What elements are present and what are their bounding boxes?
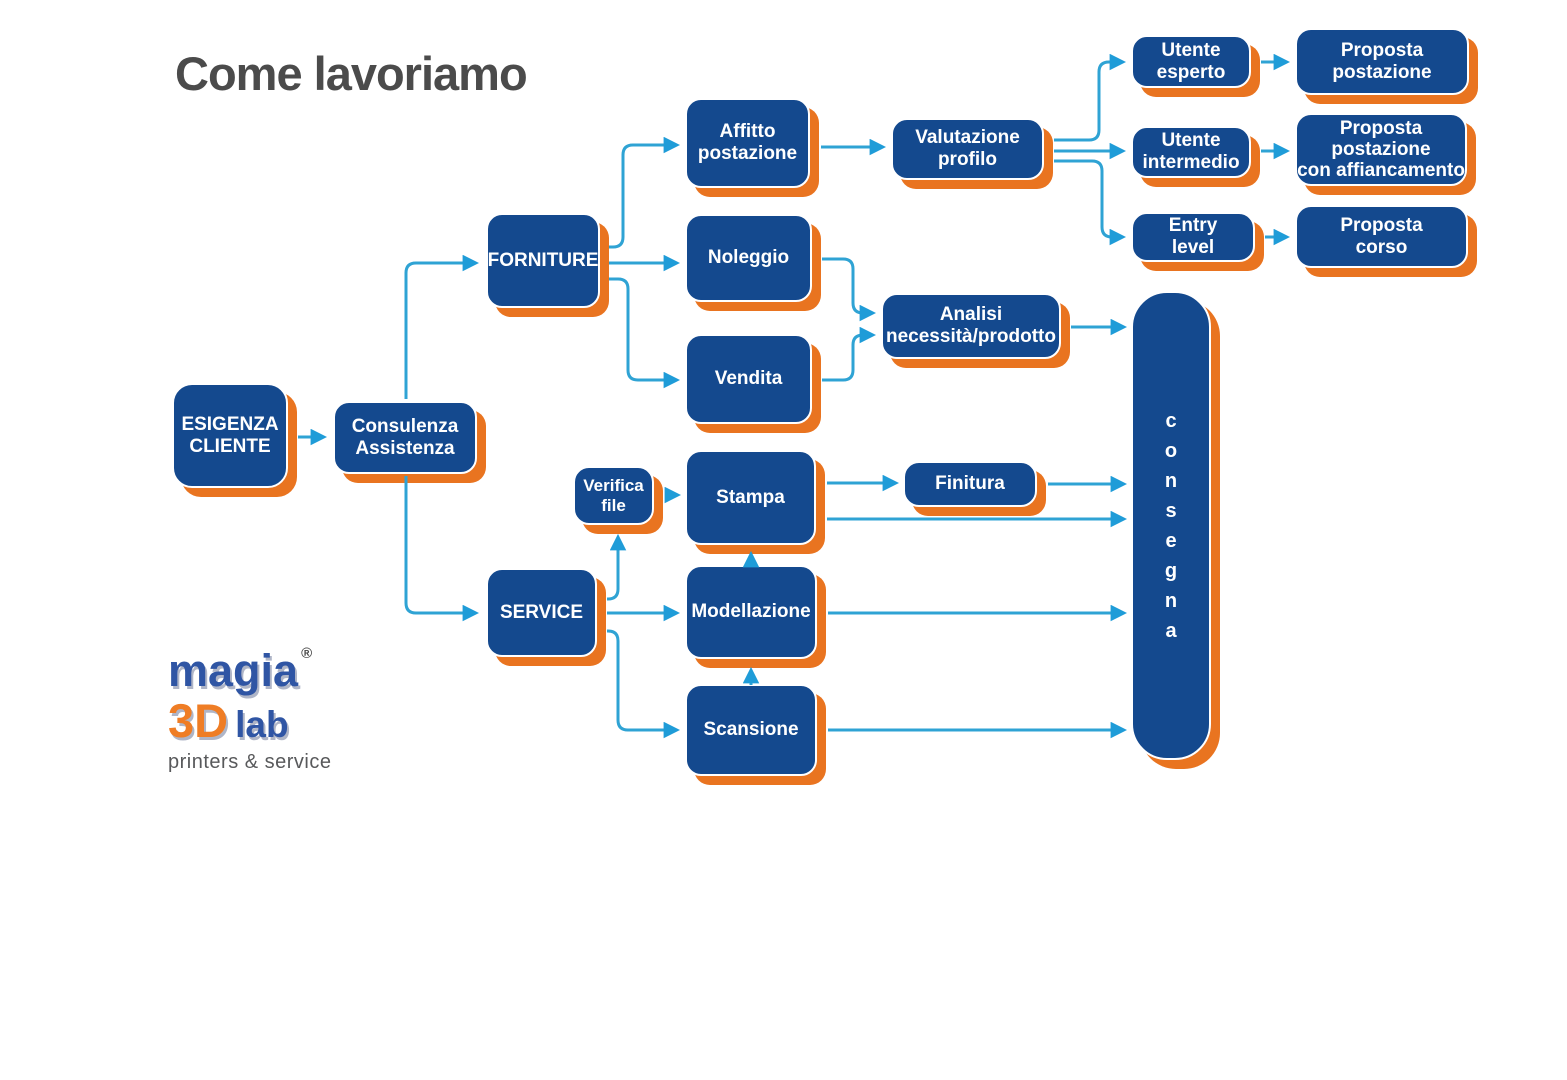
logo-wordmark: magia® — [168, 646, 332, 693]
node-consegna-label: c o n s e g n a — [1164, 409, 1178, 642]
node-proposta-postazione: Proposta postazione — [1295, 28, 1469, 95]
node-modellazione: Modellazione — [685, 565, 817, 659]
edge-consulenza-to-service — [404, 476, 480, 622]
node-scansione-label: Scansione — [703, 719, 799, 740]
node-esigenza-cliente-label: ESIGENZA CLIENTE — [181, 413, 279, 457]
node-scansione: Scansione — [685, 684, 817, 776]
edge-service-to-scansione — [607, 629, 681, 739]
node-entry-level: Entry level — [1131, 212, 1255, 262]
node-analisi-necessita: Analisi necessità/prodotto — [881, 293, 1061, 359]
node-analisi-necessita-label: Analisi necessità/prodotto — [886, 304, 1056, 347]
node-noleggio: Noleggio — [685, 214, 812, 302]
node-finitura-label: Finitura — [935, 473, 1005, 494]
edge-valutazione-to-utente-esperto — [1054, 53, 1127, 142]
node-entry-level-label: Entry level — [1168, 215, 1218, 258]
page-title: Come lavoriamo — [175, 47, 528, 100]
node-stampa: Stampa — [685, 450, 816, 545]
node-consulenza-assistenza-label: Consulenza Assistenza — [351, 415, 459, 459]
node-noleggio-label: Noleggio — [707, 247, 790, 268]
node-proposta-corso: Proposta corso — [1295, 205, 1468, 268]
node-proposta-corso-label: Proposta corso — [1340, 214, 1423, 258]
edge-valutazione-to-entry-level — [1054, 159, 1127, 246]
node-valutazione-profilo: Valutazione profilo — [891, 118, 1044, 180]
node-service: SERVICE — [486, 568, 597, 657]
logo-3d-text: 3D — [168, 694, 229, 747]
edge-noleggio-to-analisi — [822, 257, 877, 322]
node-stampa-label: Stampa — [716, 486, 785, 508]
node-proposta-postazione-label: Proposta postazione — [1332, 39, 1432, 83]
node-utente-esperto: Utente esperto — [1131, 35, 1251, 88]
edge-forniture-to-vendita — [609, 277, 681, 389]
node-vendita: Vendita — [685, 334, 812, 424]
node-verifica-file-label: Verifica file — [583, 475, 644, 515]
logo-tagline: printers & service — [168, 751, 332, 773]
node-utente-esperto-label: Utente esperto — [1156, 39, 1226, 83]
logo-brand-text: magia — [168, 645, 299, 696]
registered-trademark-icon: ® — [301, 645, 313, 662]
node-modellazione-label: Modellazione — [691, 601, 811, 622]
node-affitto-postazione: Affitto postazione — [685, 98, 810, 188]
edge-service-to-verifica — [607, 533, 627, 601]
node-proposta-affiancamento-label: Proposta postazione con affiancamento — [1297, 118, 1465, 181]
edge-vendita-to-analisi — [822, 326, 877, 382]
edge-forniture-to-affitto — [609, 136, 681, 249]
node-proposta-affiancamento: Proposta postazione con affiancamento — [1295, 113, 1467, 186]
node-verifica-file: Verifica file — [573, 466, 654, 525]
edge-consulenza-to-forniture — [404, 254, 480, 399]
node-finitura: Finitura — [903, 461, 1037, 507]
node-forniture-label: FORNITURE — [487, 249, 599, 271]
node-consegna: c o n s e g n a — [1131, 291, 1211, 760]
node-esigenza-cliente: ESIGENZA CLIENTE — [172, 383, 288, 488]
node-valutazione-profilo-label: Valutazione profilo — [915, 127, 1020, 170]
logo-lab-text: lab — [235, 704, 289, 745]
node-vendita-label: Vendita — [714, 368, 783, 389]
node-utente-intermedio-label: Utente intermedio — [1142, 130, 1240, 173]
node-forniture: FORNITURE — [486, 213, 600, 308]
node-utente-intermedio: Utente intermedio — [1131, 126, 1251, 178]
node-affitto-postazione-label: Affitto postazione — [697, 121, 798, 164]
node-service-label: SERVICE — [499, 601, 584, 623]
node-consulenza-assistenza: Consulenza Assistenza — [333, 401, 477, 474]
